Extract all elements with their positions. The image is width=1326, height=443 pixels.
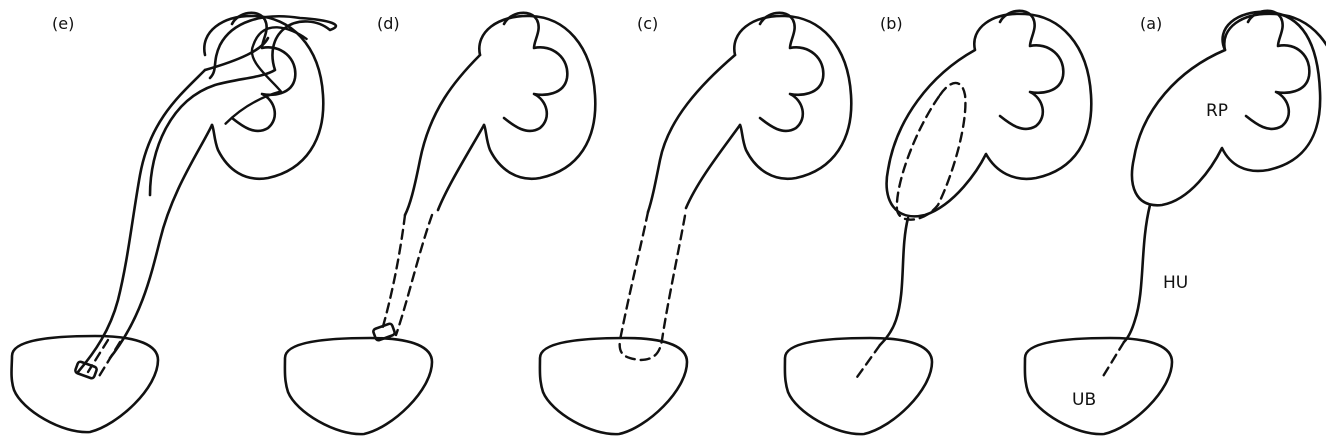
panel-a: (a) RP HU UB — [1025, 11, 1326, 434]
renal-pelvis-label: RP — [1206, 101, 1228, 121]
urinary-bladder-label: UB — [1072, 390, 1096, 410]
panel-label-c: (c) — [637, 14, 658, 33]
panel-b: (b) — [785, 11, 1091, 434]
panel-d: (d) — [285, 13, 595, 434]
panel-label-d: (d) — [377, 14, 400, 33]
panel-label-e: (e) — [52, 14, 74, 33]
hydroureter-label: HU — [1163, 273, 1188, 293]
panel-label-b: (b) — [880, 14, 903, 33]
panel-e: (e) — [12, 13, 336, 432]
panel-c: (c) — [540, 13, 851, 434]
panel-label-a: (a) — [1140, 14, 1162, 33]
